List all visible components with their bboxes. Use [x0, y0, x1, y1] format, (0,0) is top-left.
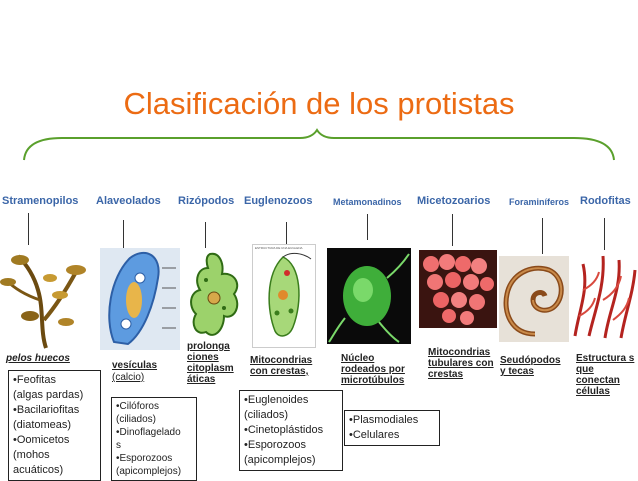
paramecium-image	[100, 248, 180, 350]
label-foraminiferos: Seudópodos y tecas	[500, 355, 568, 377]
classification-brace	[22, 128, 616, 164]
connector-alaveolados	[123, 220, 124, 248]
label-stramenopilos: pelos huecos	[6, 353, 70, 364]
box-line: •Bacilariofitas	[13, 403, 96, 418]
box-line: •Celulares	[349, 428, 435, 443]
connector-stramenopilos	[28, 213, 29, 245]
box-line: (apicomplejos)	[116, 465, 192, 478]
box-line: •Euglenoides	[244, 393, 338, 408]
box-line: acuáticos)	[13, 463, 96, 478]
label-rodofitas: Estructura s que conectan células	[576, 353, 636, 397]
euglena-image: ESTRUCTURA DE UNA EUGLENA	[252, 244, 316, 348]
box-line: •Esporozoos	[244, 438, 338, 453]
box-line: (ciliados)	[116, 413, 192, 426]
connector-rizopodos	[205, 222, 206, 248]
group-stramenopilos: Stramenopilos	[2, 195, 78, 207]
box-line: •Feofitas	[13, 373, 96, 388]
box-line: •Oomicetos	[13, 433, 96, 448]
group-rizopodos: Rizópodos	[178, 195, 234, 207]
label-metamonadinos: Núcleo rodeados por microtúbulos	[341, 353, 417, 386]
group-micetozoarios: Micetozoarios	[417, 195, 490, 207]
box-line: s	[116, 439, 192, 452]
foraminifera-image	[499, 256, 569, 342]
box-line: (mohos	[13, 448, 96, 463]
group-alaveolados: Alaveolados	[96, 195, 161, 207]
label-alaveolados-2: (calcio)	[112, 372, 144, 383]
box-line: •Dinoflagelado	[116, 426, 192, 439]
label-euglenozoos: Mitocondrias con crestas,	[250, 355, 328, 377]
connector-metamonadinos	[367, 214, 368, 240]
label-rizopodos: prolonga ciones citoplasm áticas	[187, 341, 239, 385]
group-metamonadinos: Metamonadinos	[333, 197, 402, 207]
page-title: Clasificación de los protistas	[0, 86, 638, 122]
red-algae-image	[569, 250, 638, 342]
box-line: •Esporozoos	[116, 452, 192, 465]
connector-foraminiferos	[542, 218, 543, 254]
label-micetozoarios: Mitocondrias tubulares con crestas	[428, 347, 498, 380]
label-alaveolados-1: vesículas	[112, 360, 157, 371]
slime-mold-image	[419, 250, 497, 328]
box-line: •Cinetoplástidos	[244, 423, 338, 438]
box-line: (ciliados)	[244, 408, 338, 423]
euglena-drawing	[253, 251, 315, 347]
brown-algae-image	[0, 250, 94, 350]
group-foraminiferos: Foraminíferos	[509, 197, 569, 207]
box-line: (diatomeas)	[13, 418, 96, 433]
box-line: •Plasmodiales	[349, 413, 435, 428]
amoeba-image	[188, 250, 244, 344]
group-rodofitas: Rodofitas	[580, 195, 631, 207]
box-line: (algas pardas)	[13, 388, 96, 403]
box-line: •Cilóforos	[116, 400, 192, 413]
giardia-image	[327, 248, 411, 344]
connector-rodofitas	[604, 218, 605, 250]
box-line: (apicomplejos)	[244, 453, 338, 468]
connector-micetozoarios	[452, 214, 453, 246]
box-metamonadinos: •Plasmodiales •Celulares	[344, 410, 440, 446]
group-euglenozoos: Euglenozoos	[244, 195, 312, 207]
box-alaveolados: •Cilóforos (ciliados) •Dinoflagelado s •…	[111, 397, 197, 481]
box-stramenopilos: •Feofitas (algas pardas) •Bacilariofitas…	[8, 370, 101, 481]
connector-euglenozoos	[286, 222, 287, 244]
box-euglenozoos: •Euglenoides (ciliados) •Cinetoplástidos…	[239, 390, 343, 471]
